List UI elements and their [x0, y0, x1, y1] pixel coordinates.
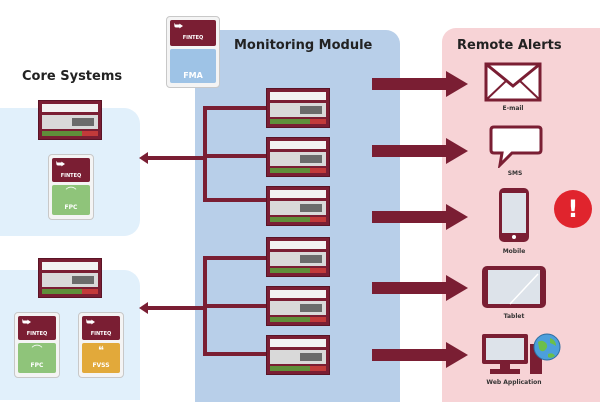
brand-arrow-icon: ⮩ [174, 21, 184, 32]
fpc-badge-bottom: ⮩ FINTEQ ⌒ FPC [14, 312, 60, 378]
tablet-icon [482, 266, 546, 308]
monitor-screen-1 [266, 88, 330, 128]
connector-stub [203, 304, 267, 308]
core-systems-heading: Core Systems [22, 69, 123, 84]
channel-label-web: Web Application [486, 379, 542, 386]
connector-stub [203, 106, 267, 110]
brand-arrow-icon: ⮩ [56, 159, 66, 170]
fma-badge: ⮩ FINTEQ FMA [166, 16, 220, 88]
alert-indicator-icon: ! [554, 190, 592, 228]
envelope-icon [484, 62, 542, 102]
alert-arrow-tablet [372, 275, 468, 301]
alert-arrow-sms [372, 138, 468, 164]
connector-horizontal-bottom [148, 306, 207, 310]
fma-badge-body: FMA [170, 49, 216, 83]
alert-arrow-web [372, 342, 468, 368]
fvss-badge-body: ❝ FVSS [82, 343, 120, 373]
monitor-screen-6 [266, 335, 330, 375]
monitor-screen-5 [266, 286, 330, 326]
connector-stub [203, 154, 267, 158]
channel-label-tablet: Tablet [503, 313, 525, 320]
connector-horizontal-top [148, 156, 207, 160]
core-system-screen-1 [38, 100, 102, 140]
computer-globe-icon [482, 333, 561, 374]
fma-label: FMA [183, 71, 203, 80]
fpc-badge-body: ⌒ FPC [52, 185, 90, 215]
quote-glyph-icon: ❝ [98, 344, 104, 357]
channel-label-email: E-mail [502, 105, 524, 112]
alert-arrow-email [372, 71, 468, 97]
connector-arrowhead-bottom [139, 302, 148, 314]
core-system-screen-2 [38, 258, 102, 298]
brand-label: FINTEQ [60, 173, 82, 179]
channel-label-sms: SMS [507, 170, 523, 177]
brand-label: FINTEQ [90, 331, 112, 337]
fpc-badge-top: ⮩ FINTEQ ⌒ FPC [48, 154, 94, 220]
monitor-screen-2 [266, 137, 330, 177]
channel-label-mobile: Mobile [502, 248, 526, 255]
monitor-screen-4 [266, 237, 330, 277]
smartphone-icon [499, 188, 529, 242]
connector-arrowhead-top [139, 152, 148, 164]
brand-label: FINTEQ [26, 331, 48, 337]
fvss-badge: ⮩ FINTEQ ❝ FVSS [78, 312, 124, 378]
fpc-label: FPC [30, 362, 44, 369]
fpc-label: FPC [64, 204, 78, 211]
monitor-screen-3 [266, 186, 330, 226]
fpc-glyph-icon: ⌒ [65, 186, 77, 199]
fpc-badge-body: ⌒ FPC [18, 343, 56, 373]
connector-stub [203, 352, 267, 356]
monitoring-module-heading: Monitoring Module [234, 38, 373, 53]
connector-stub [203, 198, 267, 202]
fvss-label: FVSS [92, 362, 110, 369]
brand-arrow-icon: ⮩ [22, 317, 32, 328]
speech-bubble-icon [489, 125, 543, 168]
fpc-glyph-icon: ⌒ [31, 344, 43, 357]
remote-alerts-heading: Remote Alerts [457, 38, 562, 53]
alert-arrow-mobile [372, 204, 468, 230]
brand-label: FINTEQ [182, 35, 204, 41]
connector-stub [203, 256, 267, 260]
brand-arrow-icon: ⮩ [86, 317, 96, 328]
